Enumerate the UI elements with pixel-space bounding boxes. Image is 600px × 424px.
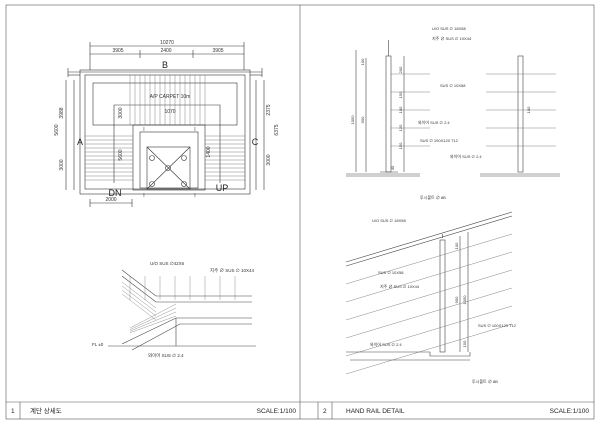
- detail-a-dim-3: 100: [360, 58, 365, 65]
- panel1-title: 계단 상세도: [30, 406, 62, 415]
- detail-a-wires: [391, 73, 556, 147]
- plan-label-a: A: [77, 137, 83, 147]
- detail-a-dim-5: 150: [398, 91, 403, 98]
- plan-center-dim-3: 5600: [118, 149, 124, 160]
- panel1-number: 1: [11, 408, 15, 415]
- detail-a-dim-2: 900: [360, 116, 365, 123]
- plan-treads-left: [85, 135, 133, 181]
- plan-carpet-note: A/P CARPET 10m: [150, 94, 191, 100]
- panel2-title: HAND RAIL DETAIL: [346, 408, 405, 415]
- plan-dn-label: DN: [109, 188, 122, 198]
- detail-a-note-4: 와이어 SUS ∅ 2.4: [418, 119, 450, 125]
- sheet-frame: [5, 4, 595, 420]
- detail-b-dim-1: 1050: [462, 295, 467, 305]
- detail-b-note-3: 지주 ∅ SUS ∅ 10X44: [380, 283, 420, 289]
- wire-line: [129, 315, 177, 333]
- plan-top-dim-2: 2400: [160, 48, 171, 54]
- plan-center-dim-2: 1400: [206, 146, 212, 157]
- plan-left-dim-1: 3988: [59, 107, 65, 118]
- detail-b-dim-3: 100: [454, 242, 459, 249]
- section-note-top: U/O SUS ∅42X6: [150, 261, 185, 266]
- detail-b-dim-4: 150: [462, 340, 467, 347]
- wire-line: [345, 305, 513, 357]
- detail-a-dim-8: 150: [398, 142, 403, 149]
- plan-inner-dim: 1070: [164, 109, 175, 115]
- panel2-scale: SCALE:1/100: [550, 408, 590, 415]
- plan-bottom-dim: 2000: [105, 197, 116, 203]
- handrail-detail-b: [345, 211, 513, 361]
- wire-line: [121, 285, 157, 313]
- detail-a-note-5: SUS ∅ 100X120 T12: [420, 138, 459, 143]
- detail-b-note-4: SUS ∅ 100X120 T12: [478, 323, 517, 328]
- wire-line: [129, 311, 177, 332]
- detail-b-note-1: U/O SUS ∅ 18X58: [372, 218, 406, 223]
- section-handrail-wires: [121, 276, 236, 333]
- plan-left-dim-2: 5600: [54, 124, 60, 135]
- wire-line: [345, 251, 513, 303]
- section-note-right: 지주 ∅ SUS ∅ 10X44: [210, 267, 254, 274]
- plan-treads-right: [205, 135, 245, 181]
- wire-line: [121, 289, 157, 317]
- plan-top-dim-3: 3905: [212, 48, 223, 54]
- detail-a-dim-10: 100: [526, 106, 531, 113]
- detail-a-note-2: 지주 ∅ SUS ∅ 10X44: [432, 35, 472, 41]
- plan-top-dim-1: 3905: [112, 48, 123, 54]
- detail-a-note-6: 와이어 SUS ∅ 2.4: [450, 153, 482, 159]
- section-note-bottom: 와이어 SUS ∅ 2.4: [148, 352, 184, 359]
- detail-a-note-3: SUS ∅ 10X58: [440, 83, 466, 88]
- detail-a-note-7: 투시볼트 ∅ 8B: [420, 194, 446, 200]
- plan-left-dim-3: 3000: [59, 159, 65, 170]
- plan-right-dim-1: 2375: [266, 104, 272, 115]
- plan-right-dim-3: 3000: [266, 154, 272, 165]
- plan-treads-top: [129, 75, 206, 125]
- plan-overall-dim: 10270: [160, 40, 174, 46]
- plan-up-label: UP: [216, 183, 229, 193]
- wire-line: [345, 287, 513, 339]
- detail-b-wires: [345, 233, 513, 375]
- detail-a-dim-9: 40: [390, 165, 395, 170]
- wire-line: [129, 303, 177, 329]
- plan-label-c: C: [252, 137, 259, 147]
- wire-line: [345, 323, 513, 375]
- detail-a-note-1: U/O SUS ∅ 18X58: [432, 26, 466, 31]
- plan-mark-i-1: I: [143, 127, 144, 133]
- title-block: 1 계단 상세도 SCALE:1/100 2 HAND RAIL DETAIL …: [11, 406, 589, 415]
- panel1-scale: SCALE:1/100: [257, 408, 297, 415]
- plan-center-dim-1: 3000: [118, 107, 124, 118]
- detail-a-dim-6: 100: [398, 106, 403, 113]
- detail-b-dim-2: 900: [454, 296, 459, 303]
- detail-b-note-5: 와이어 SUS ∅ 2.4: [370, 341, 402, 347]
- stair-section: [108, 269, 256, 351]
- wire-line: [129, 307, 177, 330]
- detail-a-dim-4: 200: [398, 66, 403, 73]
- plan-mark-i-2: I: [194, 127, 195, 133]
- detail-b-note-2: SUS ∅ 10X58: [378, 270, 404, 275]
- plan-right-dim-2: 6375: [274, 124, 280, 135]
- plan-mark-i-4: I: [194, 193, 195, 199]
- wire-line: [121, 293, 157, 321]
- section-level: FL ±0: [92, 342, 104, 347]
- plan-mark-i-3: I: [143, 193, 144, 199]
- plan-label-b: B: [162, 60, 168, 70]
- detail-a-dim-1: 1050: [350, 115, 355, 125]
- detail-b-note-6: 투시볼트 ∅ 8B: [472, 378, 498, 384]
- panel2-number: 2: [323, 408, 327, 415]
- wire-line: [121, 281, 157, 309]
- wire-line: [345, 233, 513, 285]
- handrail-detail-a: [346, 40, 560, 177]
- wire-line: [345, 269, 513, 321]
- detail-a-dim-7: 120: [398, 124, 403, 131]
